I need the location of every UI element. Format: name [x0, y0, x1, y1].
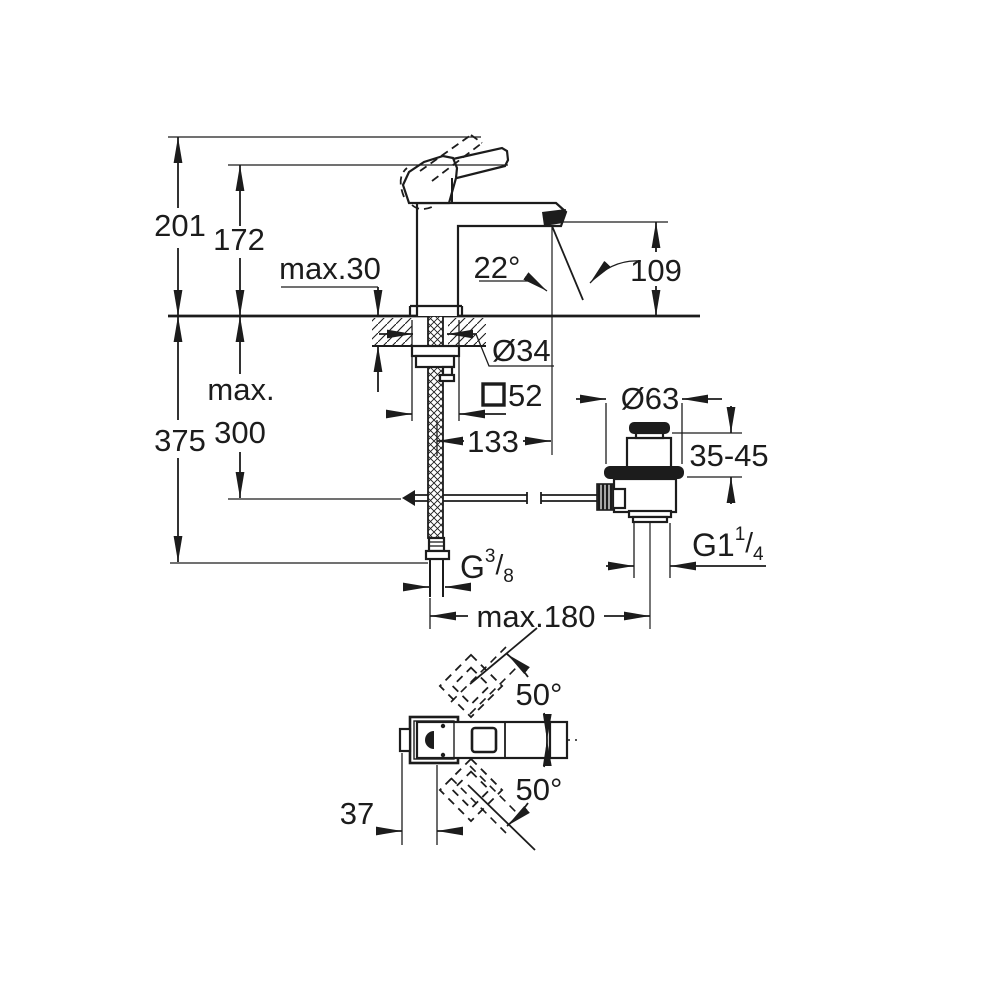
dim-total-depth: 375 — [154, 423, 206, 458]
dim-109: 109 — [630, 253, 682, 288]
handle-raised-dashed — [399, 134, 483, 210]
dim-axis-offset: 37 — [340, 753, 463, 845]
hose-fitting — [424, 536, 451, 597]
dim-spout-height: 109 — [559, 221, 682, 316]
waste-flange — [604, 466, 684, 479]
dim-50-down: 50° — [516, 772, 563, 807]
dim-spray-angle: 22° — [474, 250, 521, 285]
dim-o63: Ø63 — [621, 381, 680, 416]
dim-52: 52 — [508, 378, 542, 413]
top-view: 50° 50° 37 — [340, 627, 580, 851]
dim-201-375: 201 375 — [154, 136, 481, 564]
square-symbol — [481, 382, 506, 407]
body-square-inner — [413, 720, 455, 760]
dim-supply-thread: G3/8 — [403, 546, 514, 592]
dim-o34: Ø34 — [492, 333, 551, 368]
rear-tab — [398, 727, 412, 753]
rod-ball-end — [402, 490, 415, 506]
handle-top-view — [398, 715, 569, 765]
waste-plug-cap — [629, 422, 670, 434]
lever-square-detail — [470, 726, 498, 754]
waste-collar-2 — [631, 515, 669, 524]
dim-projection: 133 — [436, 420, 551, 459]
dim-deck-max: max.30 — [279, 251, 381, 286]
waste-boss — [611, 487, 627, 510]
waste-upper-body — [625, 436, 673, 470]
supply-thread-label: G3/8 — [460, 546, 514, 587]
dim-base-square: 52 — [386, 320, 542, 421]
handle-swing-up-dashed — [438, 646, 522, 719]
base-plate — [408, 304, 464, 316]
waste-thread-label: G11/4 — [692, 524, 764, 565]
drain-assembly — [596, 422, 684, 629]
front-view: 22° 201 375 172 max. 300 — [154, 134, 769, 634]
mounting-hardware — [410, 344, 461, 383]
pop-up-rod — [402, 490, 598, 506]
waste-adjust-knob — [596, 483, 614, 511]
dim-swing-up: 50° — [469, 627, 563, 741]
dim-waste-range: 35-45 — [672, 406, 769, 504]
dim-50-up: 50° — [516, 677, 563, 712]
spray-angle-annotation: 22° — [474, 225, 642, 455]
dim-rod-reach: max.180 — [429, 598, 650, 634]
dim-spout-tip-height: 172 — [213, 222, 265, 257]
dim-height-open: 201 — [154, 208, 206, 243]
dim-deck-thickness: max.30 — [279, 251, 383, 392]
dim-35-45: 35-45 — [689, 438, 768, 473]
cartridge-mark — [425, 731, 434, 749]
dim-hose-depth-line2: 300 — [214, 415, 266, 450]
dim-172-max300: 172 max. 300 — [207, 164, 508, 500]
handle-lever — [401, 146, 510, 205]
dim-swing-down: 50° — [467, 739, 563, 851]
lever-end-cap — [548, 720, 569, 760]
dim-hose-depth-line1: max. — [207, 372, 274, 407]
dim-waste-thread: G11/4 — [606, 523, 766, 578]
dim-37: 37 — [340, 796, 374, 831]
dim-hole-diameter: Ø34 — [379, 329, 554, 368]
dim-133: 133 — [467, 424, 519, 459]
